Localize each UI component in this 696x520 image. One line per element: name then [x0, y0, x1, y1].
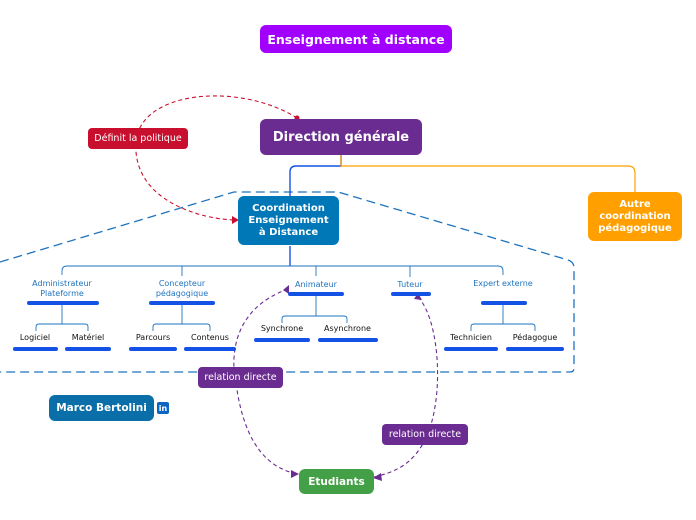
leaf-logiciel-underline: [13, 347, 58, 351]
role-concepteur-underline: [149, 301, 215, 305]
leaf-asynchrone[interactable]: Asynchrone: [324, 324, 371, 333]
role-animateur-underline: [288, 292, 344, 296]
leaf-parcours[interactable]: Parcours: [135, 333, 171, 342]
linkedin-icon[interactable]: in: [157, 402, 169, 414]
direction-node[interactable]: Direction générale: [260, 119, 422, 155]
leaf-materiel-underline: [65, 347, 111, 351]
role-concepteur[interactable]: Concepteur pédagogique: [155, 279, 209, 298]
link-direction-autre: [340, 155, 636, 192]
coordination-node[interactable]: Coordination Enseignement à Distance: [238, 196, 339, 245]
definit-label[interactable]: Définit la politique: [88, 128, 188, 149]
role-admin[interactable]: Administrateur Plateforme: [32, 279, 92, 298]
leaf-logiciel[interactable]: Logiciel: [19, 333, 51, 342]
leaf-contenus-underline: [184, 347, 236, 351]
leaf-pedagogue[interactable]: Pédagogue: [512, 333, 558, 342]
leaf-synchrone[interactable]: Synchrone: [260, 324, 304, 333]
role-animateur[interactable]: Animateur: [295, 280, 337, 289]
leaf-parcours-underline: [129, 347, 177, 351]
leaf-asynchrone-underline: [318, 338, 378, 342]
leaf-technicien[interactable]: Technicien: [450, 333, 492, 342]
link-roles-bus: [61, 265, 504, 275]
role-tuteur-underline: [391, 292, 431, 296]
role-expert[interactable]: Expert externe: [473, 279, 533, 288]
autre-node[interactable]: Autre coordination pédagogique: [588, 192, 682, 241]
role-expert-underline: [481, 301, 527, 305]
link-direction-coordination: [289, 155, 342, 196]
link-tuteur-etudiants: [373, 296, 439, 478]
leaf-technicien-underline: [444, 347, 498, 351]
leaf-pedagogue-underline: [506, 347, 564, 351]
etudiants-node[interactable]: Etudiants: [299, 469, 374, 494]
group-boundary: [0, 191, 575, 373]
link-animateur-etudiants: [233, 288, 299, 475]
relation-label-left[interactable]: relation directe: [198, 367, 283, 388]
title-node[interactable]: Enseignement à distance: [260, 25, 452, 53]
leaf-materiel[interactable]: Matériel: [71, 333, 105, 342]
relation-label-right[interactable]: relation directe: [382, 424, 468, 445]
leaf-synchrone-underline: [254, 338, 310, 342]
leaf-contenus[interactable]: Contenus: [191, 333, 229, 342]
role-admin-underline: [27, 301, 99, 305]
role-tuteur[interactable]: Tuteur: [397, 280, 423, 289]
author-node[interactable]: Marco Bertolini: [49, 395, 154, 421]
